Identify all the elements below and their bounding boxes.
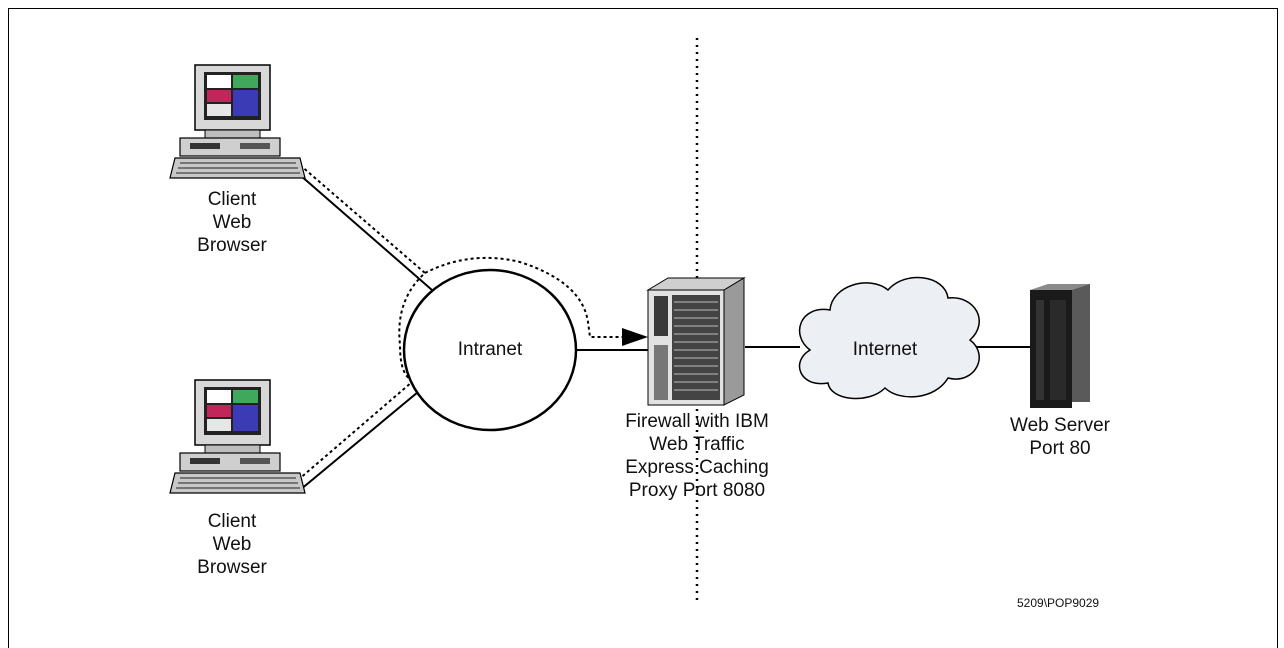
client2-label: Client Web Browser [197, 511, 267, 578]
web-server-label: Web Server Port 80 [1010, 415, 1110, 459]
client2-intranet-link [299, 391, 419, 491]
intranet-label: Intranet [457, 339, 523, 360]
figure-code: 5209\POP9029 [1017, 596, 1100, 610]
internet-cloud [798, 276, 980, 400]
figure-frame [8, 8, 1278, 648]
request-arrowhead [622, 328, 648, 346]
client2-request-path [297, 381, 413, 481]
client1-request-path [299, 164, 427, 381]
firewall-label: Firewall with IBM Web Traffic Express Ca… [625, 411, 769, 501]
client1-computer-icon [169, 64, 306, 179]
web-server-icon [1030, 284, 1090, 408]
client1-intranet-link [299, 174, 433, 291]
client1-label: Client Web Browser [197, 189, 267, 256]
intranet-proxy-request-path [424, 256, 625, 338]
internet-label: Internet [852, 339, 918, 360]
firewall-tower-icon [646, 277, 746, 406]
client2-computer-icon [169, 379, 306, 494]
